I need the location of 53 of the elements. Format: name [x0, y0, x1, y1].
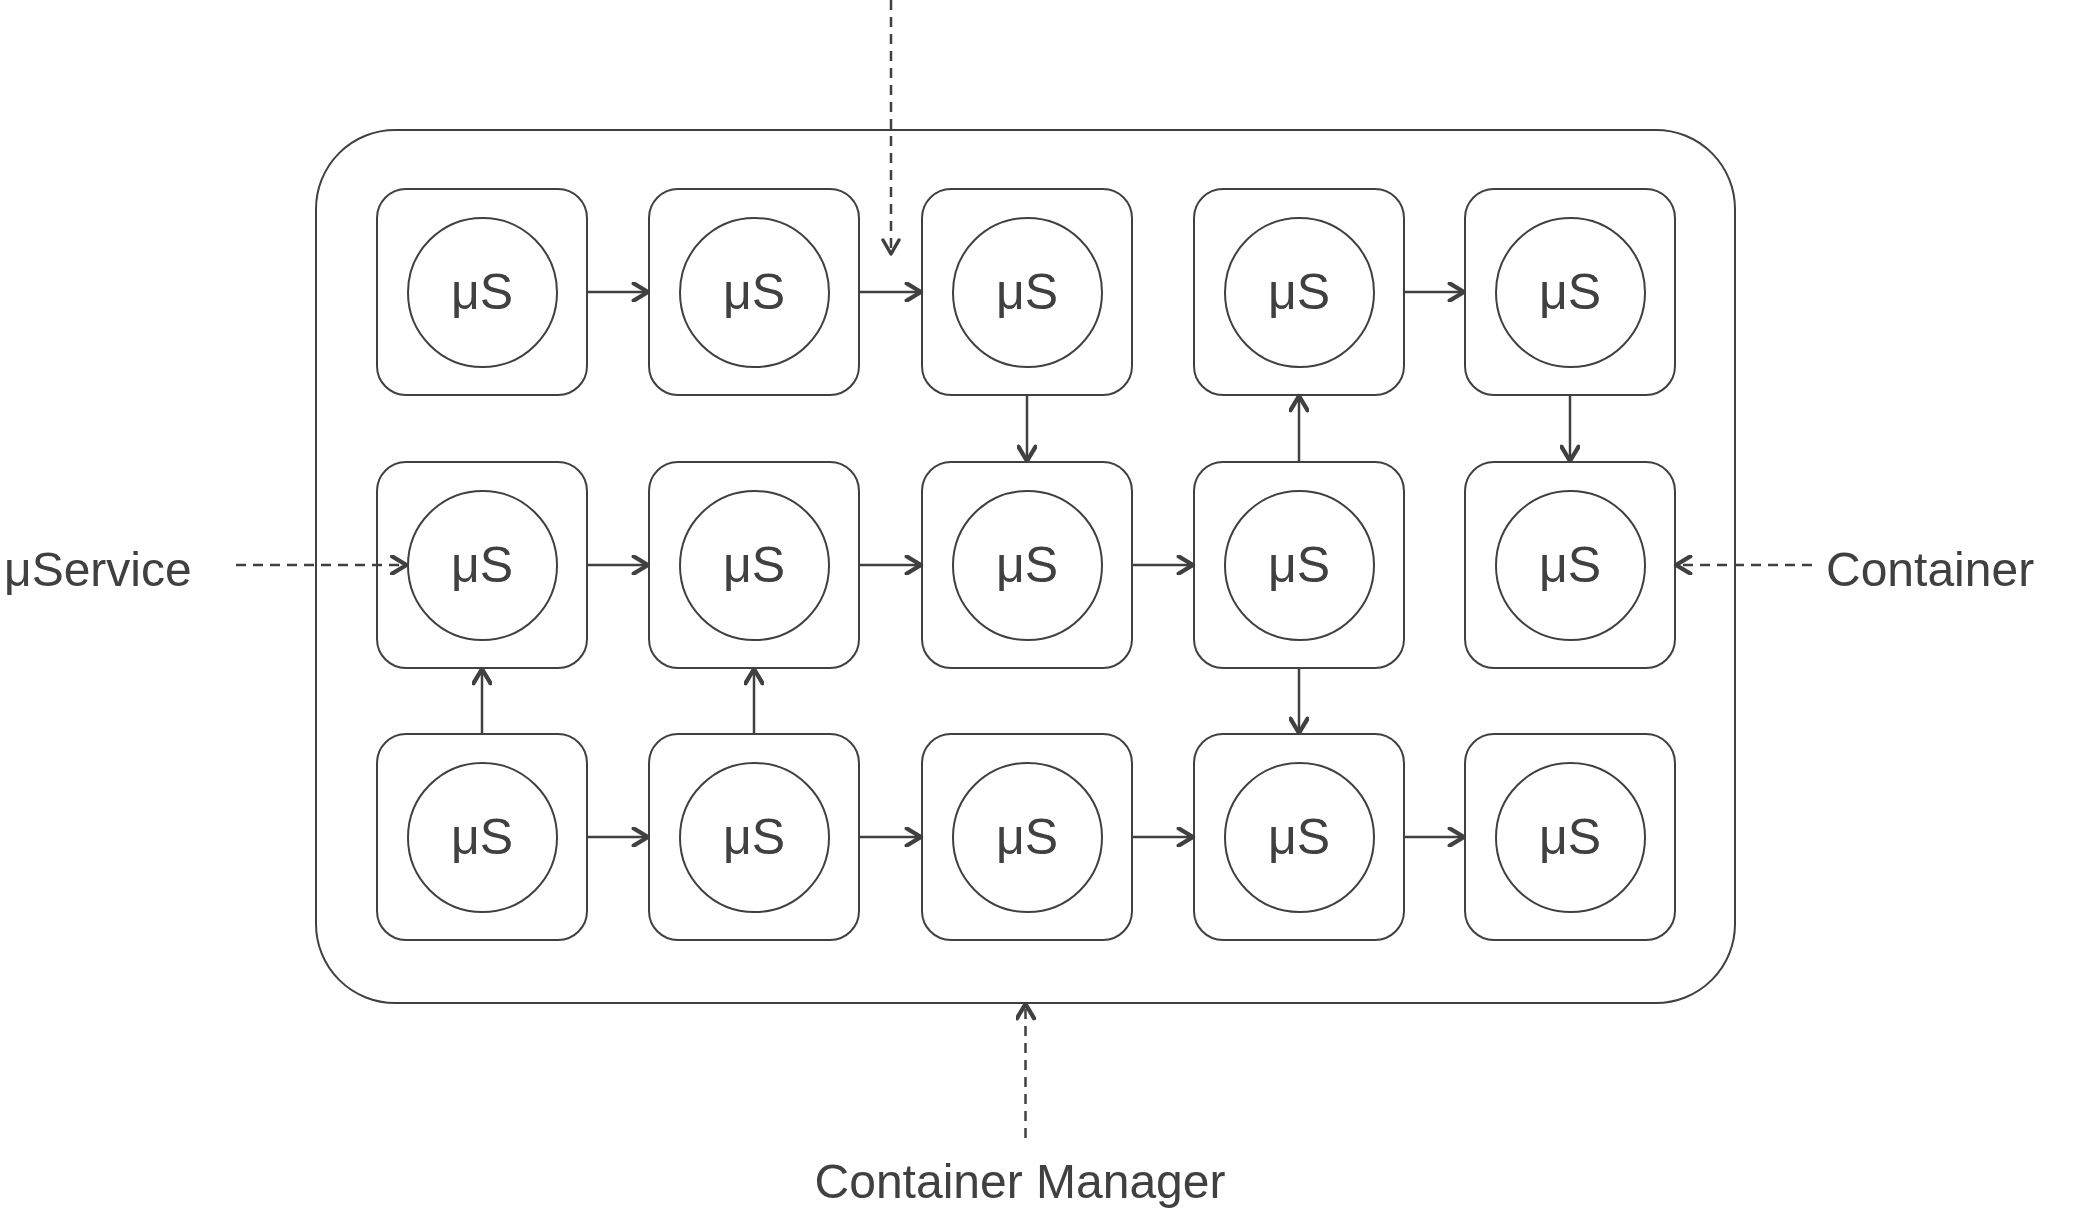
service-label: μS	[722, 540, 786, 590]
container-box	[376, 733, 588, 941]
container-box	[1464, 188, 1676, 396]
arrow	[1405, 826, 1467, 848]
arrow	[471, 666, 493, 733]
dashed-arrow	[236, 554, 409, 576]
container-box	[1193, 188, 1405, 396]
arrow	[1288, 393, 1310, 461]
service-label: μS	[722, 267, 786, 317]
container-box	[1464, 733, 1676, 941]
service-label: μS	[722, 812, 786, 862]
arrow	[588, 826, 651, 848]
arrow	[743, 666, 765, 733]
label-text: Container	[1826, 546, 2035, 594]
arrow	[1405, 281, 1467, 303]
service-label: μS	[995, 540, 1059, 590]
arrow	[588, 554, 651, 576]
service-label: μS	[450, 267, 514, 317]
container-box	[648, 188, 860, 396]
container-box	[921, 733, 1133, 941]
service-label: μS	[450, 812, 514, 862]
container-box	[1193, 461, 1405, 669]
label-text: μService	[4, 546, 192, 594]
service-label: μS	[1267, 540, 1331, 590]
container-box	[648, 733, 860, 941]
service-label: μS	[1267, 812, 1331, 862]
arrow	[860, 281, 924, 303]
service-label: μS	[1267, 267, 1331, 317]
dashed-arrow	[1014, 1001, 1037, 1138]
arrow	[1133, 554, 1196, 576]
service-label: μS	[450, 540, 514, 590]
container-box	[921, 188, 1133, 396]
container-manager-frame	[315, 129, 1736, 1004]
arrow	[1288, 669, 1310, 736]
service-label: μS	[995, 812, 1059, 862]
service-label: μS	[1538, 812, 1602, 862]
arrow	[860, 554, 924, 576]
service-label: μS	[1538, 540, 1602, 590]
container-box	[376, 188, 588, 396]
container-box	[1193, 733, 1405, 941]
arrow	[1016, 396, 1038, 464]
arrow	[860, 826, 924, 848]
service-label: μS	[995, 267, 1059, 317]
container-box	[376, 461, 588, 669]
arrow	[588, 281, 651, 303]
arrow	[1559, 396, 1581, 464]
arrow	[1133, 826, 1196, 848]
container-box	[1464, 461, 1676, 669]
container-box	[921, 461, 1133, 669]
service-label: μS	[1538, 267, 1602, 317]
container-box	[648, 461, 860, 669]
label-text: Container Manager	[814, 1158, 1226, 1206]
dashed-arrow	[1673, 554, 1812, 576]
